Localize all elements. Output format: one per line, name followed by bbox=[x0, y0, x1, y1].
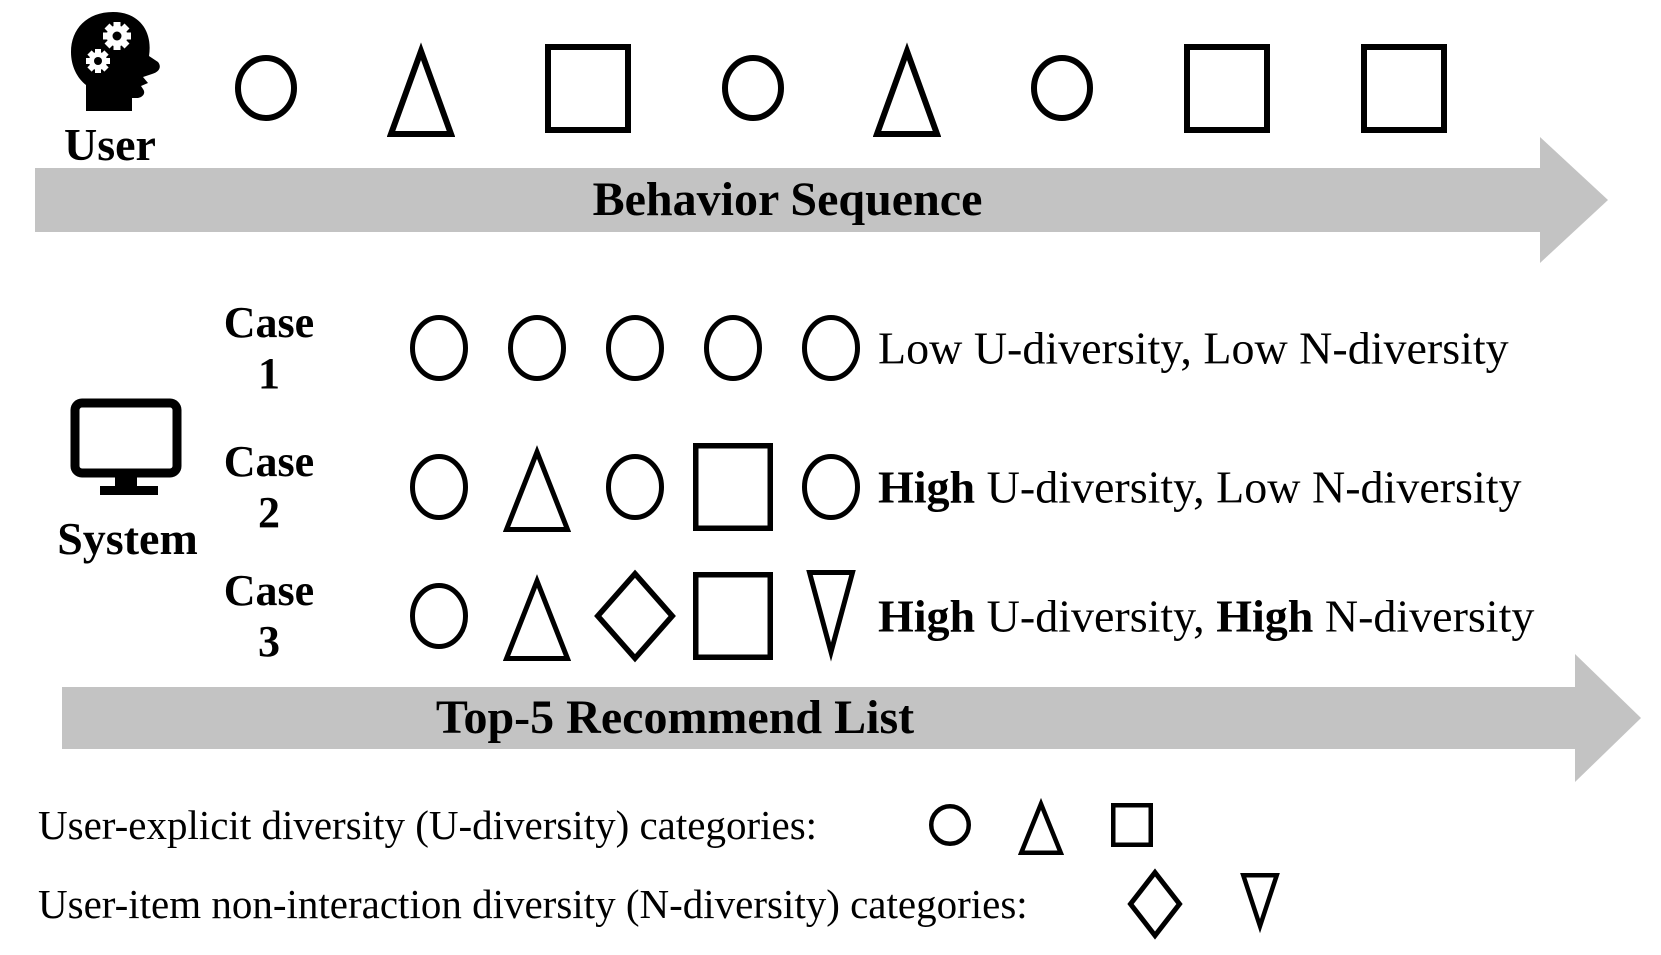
circle-shape bbox=[928, 803, 972, 847]
u-diversity-legend-label: User-explicit diversity (U-diversity) ca… bbox=[38, 802, 818, 848]
triangle-shape bbox=[1018, 794, 1064, 856]
text-segment: High bbox=[878, 590, 976, 642]
recommend-arrow-label: Top-5 Recommend List bbox=[435, 691, 915, 744]
recommend-arrow-bar bbox=[62, 687, 1575, 749]
case-1-shapes bbox=[390, 314, 880, 382]
circle-shape bbox=[390, 314, 488, 382]
triangle-shape bbox=[488, 570, 586, 662]
triangle-shape bbox=[386, 38, 455, 138]
triangle-shape bbox=[873, 38, 942, 138]
user-brain-icon bbox=[71, 12, 165, 119]
text-segment: High bbox=[1216, 590, 1314, 642]
triangle-down-shape bbox=[782, 569, 880, 663]
n-diversity-legend-shapes bbox=[1126, 866, 1280, 942]
square-shape bbox=[1183, 43, 1271, 134]
case-2-shapes bbox=[390, 441, 880, 533]
case-1-description: Low U-diversity, Low N-diversity bbox=[878, 322, 1509, 375]
system-label: System bbox=[57, 513, 198, 564]
circle-shape bbox=[586, 453, 684, 521]
circle-shape bbox=[488, 314, 586, 382]
legend-row-n-diversity: User-item non-interaction diversity (N-d… bbox=[0, 866, 1661, 942]
user-label: User bbox=[64, 119, 156, 170]
square-shape bbox=[544, 43, 632, 134]
circle-shape bbox=[390, 453, 488, 521]
case-row-3: Case 3 High U-diversity, High N-diversit… bbox=[0, 554, 1661, 678]
circle-shape bbox=[684, 314, 782, 382]
text-segment: High bbox=[878, 461, 976, 513]
behavior-arrow-label: Behavior Sequence bbox=[592, 173, 983, 226]
square-shape bbox=[684, 571, 782, 661]
case-3-label: Case 3 bbox=[223, 566, 315, 666]
triangle-shape bbox=[488, 441, 586, 533]
case-1-label: Case 1 bbox=[223, 298, 315, 398]
square-shape bbox=[1360, 43, 1448, 134]
circle-shape bbox=[782, 453, 880, 521]
case-2-description: High U-diversity, Low N-diversity bbox=[878, 461, 1522, 514]
behavior-arrow-head bbox=[1540, 137, 1608, 263]
case-2-label: Case 2 bbox=[223, 437, 315, 537]
square-shape bbox=[1110, 802, 1154, 848]
text-segment: U-diversity, bbox=[975, 590, 1217, 642]
circle-shape bbox=[234, 54, 298, 122]
behavior-arrow-bar bbox=[35, 168, 1540, 232]
case-row-1: Case 1 Low U-diversity, Low N-diversity bbox=[0, 286, 1661, 410]
circle-shape bbox=[586, 314, 684, 382]
diamond-shape bbox=[586, 569, 684, 663]
text-segment: Low U-diversity, Low N-diversity bbox=[878, 322, 1509, 374]
circle-shape bbox=[1030, 54, 1094, 122]
u-diversity-legend-shapes bbox=[928, 792, 1154, 858]
circle-shape bbox=[782, 314, 880, 382]
monitor-icon bbox=[70, 398, 182, 503]
n-diversity-legend-label: User-item non-interaction diversity (N-d… bbox=[38, 881, 1028, 927]
case-3-shapes bbox=[390, 569, 880, 663]
text-segment: U-diversity, Low N-diversity bbox=[975, 461, 1522, 513]
text-segment: N-diversity bbox=[1313, 590, 1535, 642]
legend-row-u-diversity: User-explicit diversity (U-diversity) ca… bbox=[0, 792, 1661, 858]
circle-shape bbox=[721, 54, 785, 122]
circle-shape bbox=[390, 582, 488, 650]
case-3-description: High U-diversity, High N-diversity bbox=[878, 590, 1534, 643]
square-shape bbox=[684, 442, 782, 532]
triangle-down-shape bbox=[1240, 872, 1280, 936]
case-row-2: Case 2 High U-diversity, Low N-diversity bbox=[0, 425, 1661, 549]
recommend-arrow-head bbox=[1575, 654, 1641, 782]
diamond-shape bbox=[1126, 868, 1184, 940]
behavior-sequence-shapes bbox=[234, 32, 1448, 144]
